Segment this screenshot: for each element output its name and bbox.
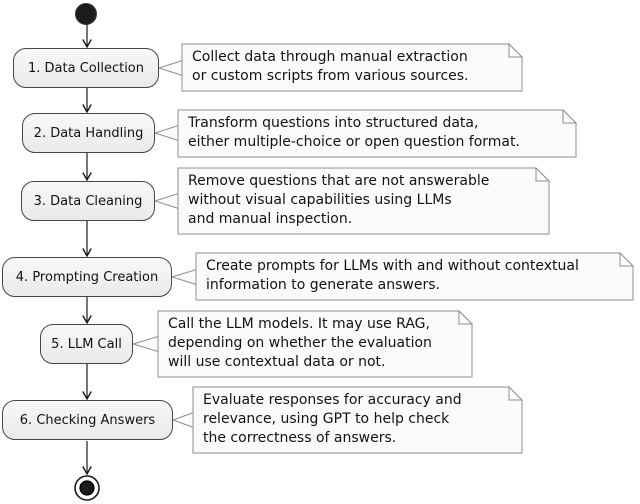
flow-arrow — [82, 88, 92, 114]
note-wedge — [153, 124, 181, 142]
flow-arrow — [82, 364, 92, 401]
note-step-5: Call the LLM models. It may use RAG, dep… — [168, 315, 432, 372]
flow-arrow — [82, 297, 92, 325]
note-line: Transform questions into structured data… — [188, 115, 479, 131]
note-wedge — [153, 192, 181, 210]
note-line: information to generate answers. — [206, 277, 440, 293]
note-line: will use contextual data or not. — [168, 354, 386, 370]
flow-arrow — [82, 153, 92, 182]
note-line: the correctness of answers. — [203, 430, 397, 446]
end-node — [74, 475, 100, 501]
note-wedge — [157, 59, 185, 77]
note-line: without visual capabilities using LLMs — [188, 192, 452, 208]
note-shape — [195, 251, 635, 301]
activity-step-label: 3. Data Cleaning — [33, 193, 143, 209]
note-line: Call the LLM models. It may use RAG, — [168, 316, 430, 332]
note-step-6: Evaluate responses for accuracy and rele… — [203, 391, 462, 448]
note-shape — [157, 309, 474, 378]
activity-step-label: 1. Data Collection — [27, 60, 144, 76]
note-shape — [177, 166, 551, 235]
note-step-1: Collect data through manual extraction o… — [192, 48, 469, 86]
note-wedge — [170, 268, 199, 286]
note-line: Collect data through manual extraction — [192, 49, 468, 65]
note-line: or custom scripts from various sources. — [192, 68, 469, 84]
note-line: either multiple-choice or open question … — [188, 134, 520, 150]
activity-step-label: 2. Data Handling — [33, 125, 144, 141]
activity-step-4: 4. Prompting Creation — [2, 257, 172, 297]
flow-arrow — [82, 221, 92, 258]
note-shape — [181, 42, 524, 92]
activity-step-5: 5. LLM Call — [40, 324, 133, 364]
note-line: and manual inspection. — [188, 211, 353, 227]
activity-step-6: 6. Checking Answers — [2, 400, 173, 440]
note-line: depending on whether the evaluation — [168, 335, 432, 351]
activity-step-2: 2. Data Handling — [22, 113, 155, 153]
note-step-4: Create prompts for LLMs with and without… — [206, 257, 579, 295]
note-step-3: Remove questions that are not answerable… — [188, 172, 489, 229]
flow-arrow — [82, 24, 92, 49]
note-wedge — [131, 335, 161, 353]
note-shape — [192, 385, 524, 454]
activity-step-3: 3. Data Cleaning — [21, 181, 155, 221]
note-line: Create prompts for LLMs with and without… — [206, 258, 579, 274]
note-shape — [177, 108, 578, 158]
activity-step-label: 5. LLM Call — [51, 336, 122, 352]
note-line: Remove questions that are not answerable — [188, 173, 490, 189]
activity-step-1: 1. Data Collection — [13, 48, 159, 88]
activity-step-label: 4. Prompting Creation — [15, 269, 159, 285]
note-step-2: Transform questions into structured data… — [188, 114, 520, 152]
note-line: relevance, using GPT to help check — [203, 411, 450, 427]
note-wedge — [171, 411, 196, 429]
start-node — [75, 3, 97, 25]
note-line: Evaluate responses for accuracy and — [203, 392, 462, 408]
flow-arrow — [82, 441, 92, 476]
activity-step-label: 6. Checking Answers — [19, 412, 156, 428]
